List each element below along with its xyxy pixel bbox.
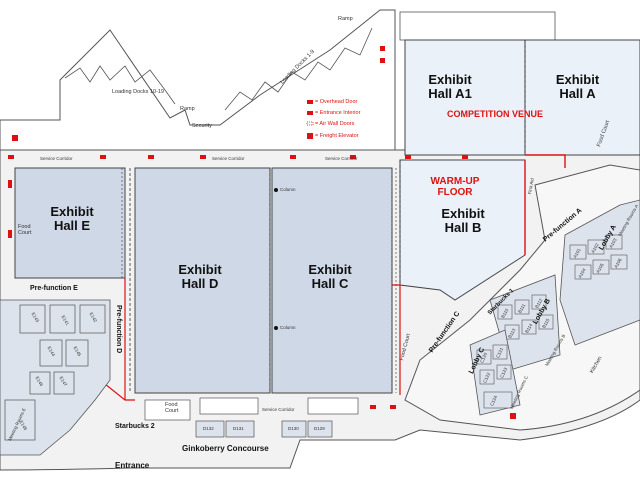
- meeting-rooms-c-block: [469, 329, 521, 416]
- dock-sawtooth-2: [224, 27, 373, 111]
- hall-a1-label[interactable]: Exhibit Hall A1: [428, 72, 472, 102]
- food-court-e-label[interactable]: Food Court: [18, 224, 32, 236]
- door-markers: [8, 46, 516, 419]
- column-label-2: Column: [280, 325, 296, 330]
- loading-dock-zone: [0, 9, 396, 151]
- service-corridor-3: Service Corridor: [325, 156, 358, 161]
- column-dot: [274, 326, 278, 330]
- legend-overhead-door: = Overhead Door: [315, 99, 358, 105]
- legend-freight-elevator: = Freight Elevator: [315, 133, 359, 139]
- meeting-rooms-a-block: [559, 199, 640, 346]
- room-d130[interactable]: D130: [288, 426, 299, 431]
- ramp-security-label: Ramp: [180, 106, 195, 112]
- hall-a-label[interactable]: Exhibit Hall A: [555, 72, 600, 102]
- room-d131[interactable]: D131: [233, 426, 244, 431]
- hall-a-area: [524, 39, 640, 156]
- legend-entrance-interior: = Entrance Interior: [315, 110, 361, 116]
- room-d132[interactable]: D132: [203, 426, 214, 431]
- hall-a1-area: [404, 39, 526, 156]
- hall-d-area: [134, 167, 271, 394]
- service-corridor-2: Service Corridor: [212, 156, 245, 161]
- legend-air-wall-doors: = Air Wall Doors: [315, 121, 355, 127]
- dock-sawtooth-1: [64, 65, 176, 105]
- ramp-top-label: Ramp: [338, 16, 353, 22]
- meeting-rooms-e-block: [0, 299, 111, 456]
- hall-e-area: [14, 167, 126, 279]
- hall-d-label[interactable]: Exhibit Hall D: [178, 262, 222, 292]
- service-corridor-bottom: Service Corridor: [262, 407, 295, 412]
- hall-c-label[interactable]: Exhibit Hall C: [308, 262, 352, 292]
- service-corridor-1: Service Corridor: [40, 156, 73, 161]
- column-label-1: Column: [280, 187, 296, 192]
- warmup-floor-label: WARM-UP FLOOR: [430, 176, 480, 198]
- red-boundary: [525, 154, 566, 168]
- ginkoberry-concourse-label[interactable]: Ginkoberry Concourse: [182, 444, 269, 453]
- entrance-label[interactable]: Entrance: [115, 461, 150, 470]
- column-dot: [274, 188, 278, 192]
- room-d129[interactable]: D129: [314, 426, 325, 431]
- loading-docks-10-19-label: Loading Docks 10-19: [112, 89, 164, 95]
- prefunction-d-label[interactable]: Pre-function D: [115, 305, 122, 354]
- competition-venue-label: COMPETITION VENUE: [447, 109, 544, 119]
- hall-b-label[interactable]: Exhibit Hall B: [441, 206, 485, 236]
- hall-e-label[interactable]: Exhibit Hall E: [50, 204, 94, 234]
- food-court-d-label[interactable]: Food Court: [165, 402, 179, 414]
- hall-c-area: [271, 167, 393, 394]
- prefunction-e-label[interactable]: Pre-function E: [30, 285, 78, 292]
- bottom-rooms: [144, 397, 359, 438]
- security-label: Security: [192, 123, 212, 129]
- starbucks-2-label[interactable]: Starbucks 2: [115, 423, 155, 430]
